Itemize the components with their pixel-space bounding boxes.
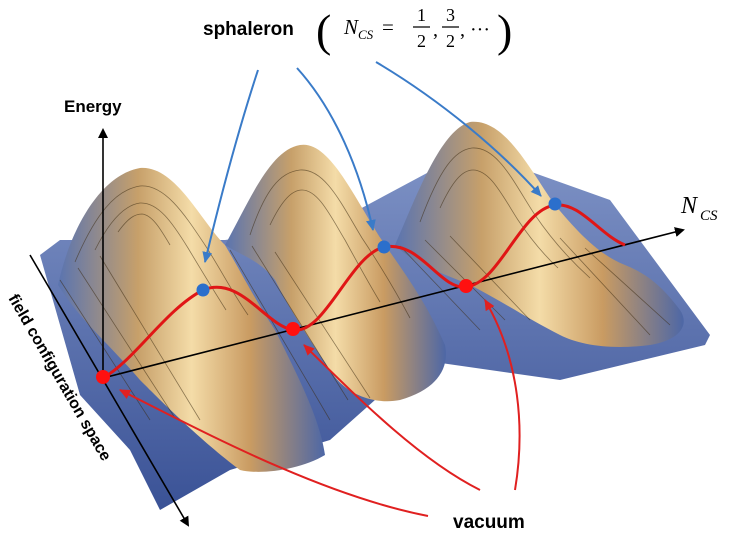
hill-2 bbox=[225, 144, 446, 402]
formula-sub: CS bbox=[358, 27, 374, 42]
sphaleron-point-1 bbox=[196, 283, 210, 297]
hill-1 bbox=[58, 167, 325, 472]
frac1-den: 2 bbox=[417, 31, 426, 51]
formula-var: N bbox=[343, 15, 359, 39]
contour-lines bbox=[59, 147, 671, 421]
vacuum-arrows bbox=[119, 299, 521, 517]
energy-surface bbox=[40, 121, 710, 510]
energy-axis-label: Energy bbox=[64, 97, 122, 116]
sphaleron-point-2 bbox=[377, 240, 391, 254]
field-axis bbox=[29, 254, 190, 527]
formula-equals: = bbox=[382, 15, 394, 39]
frac2-den: 2 bbox=[446, 31, 455, 51]
vacuum-point-0 bbox=[96, 370, 110, 384]
vacuum-point-1 bbox=[286, 322, 300, 336]
ncs-axis bbox=[102, 227, 685, 379]
frac2-num: 3 bbox=[446, 5, 455, 25]
sphaleron-arrows bbox=[202, 61, 542, 263]
formula-ellipsis: , ··· bbox=[460, 19, 490, 41]
ncs-var: N bbox=[680, 193, 699, 219]
vacuum-point-2 bbox=[459, 279, 473, 293]
sphaleron-formula: ( N CS = 1 2 , 3 2 , ··· ) bbox=[316, 5, 512, 56]
vacuum-label: vacuum bbox=[453, 512, 525, 533]
formula-comma: , bbox=[433, 19, 438, 41]
ncs-sub: CS bbox=[700, 208, 718, 224]
axes bbox=[29, 128, 685, 527]
frac1-num: 1 bbox=[417, 5, 426, 25]
sphaleron-point-3 bbox=[548, 197, 562, 211]
sphaleron-label: sphaleron bbox=[203, 19, 294, 40]
formula-open-paren: ( bbox=[316, 5, 331, 56]
formula-close-paren: ) bbox=[497, 5, 512, 56]
hill-3 bbox=[395, 121, 684, 347]
ncs-axis-label: N CS bbox=[680, 193, 718, 224]
